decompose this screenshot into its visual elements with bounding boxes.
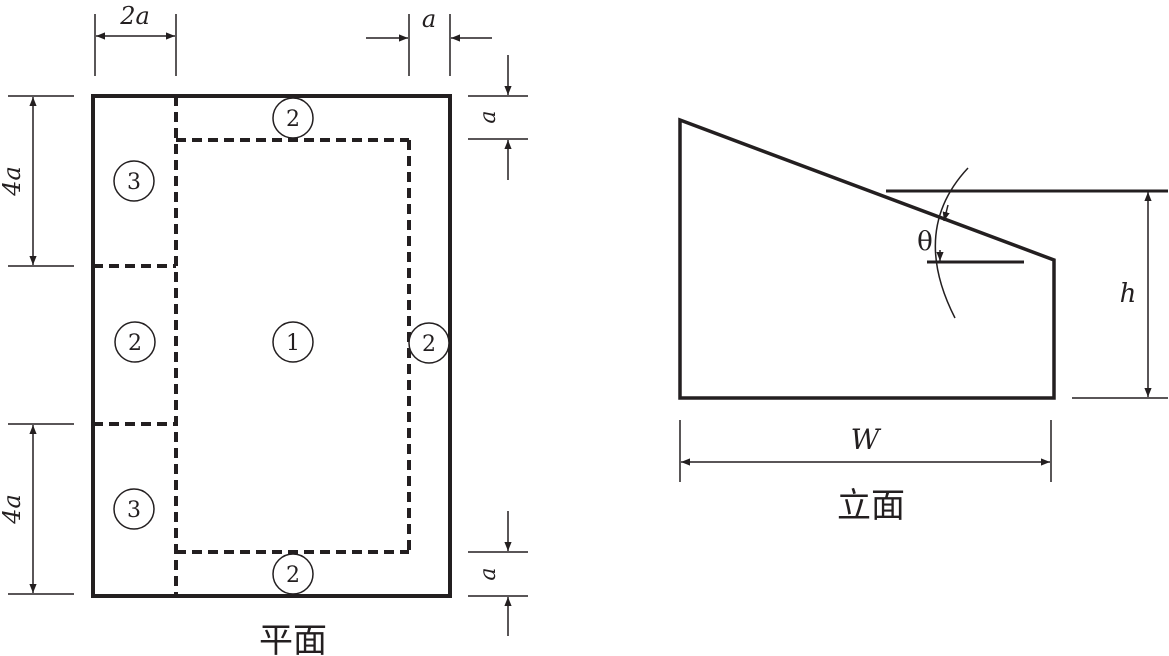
- zone-circles: [113, 97, 450, 595]
- plan-outline: [91, 94, 452, 598]
- zone-2-bottom-circle: [272, 553, 314, 595]
- zone-2-left-circle: [114, 321, 156, 363]
- zone-2-right-label: 2: [422, 332, 436, 357]
- dim-2a: [94, 14, 177, 76]
- plan-caption: 平面: [259, 621, 327, 656]
- zone-3-upper-label: 3: [127, 170, 141, 195]
- dim-h: [1072, 192, 1168, 399]
- zone-2-right-circle: [408, 322, 450, 364]
- angle-label: θ: [917, 227, 933, 257]
- dim-a-right-upper: [468, 55, 528, 180]
- elevation-view: [678, 117, 1168, 482]
- dim-4a-upper: [8, 95, 74, 267]
- elevation-outline: [678, 117, 1056, 400]
- dim-a-top-label: a: [422, 5, 436, 33]
- dim-4a-lower: [8, 423, 74, 595]
- dim-a-right-lower-label: a: [476, 567, 501, 580]
- dim-a-top: [366, 14, 492, 76]
- dim-4a-upper-label: 4a: [0, 166, 26, 197]
- dim-4a-lower-label: 4a: [0, 494, 26, 525]
- zone-1-circle: [272, 321, 314, 363]
- dim-2a-label: 2a: [119, 2, 150, 30]
- zone-3-upper-circle: [113, 160, 155, 202]
- height-label: h: [1120, 279, 1137, 309]
- zone-1-label: 1: [286, 331, 300, 356]
- angle-arc: [934, 167, 969, 319]
- dim-w: [679, 420, 1052, 482]
- width-label: W: [851, 423, 882, 456]
- plan-labels: 1 2 2 2 2 3 3 2a a a a 4a 4a 平面: [0, 2, 501, 656]
- dim-a-right-upper-label: a: [476, 110, 501, 123]
- dim-a-right-lower: [468, 511, 528, 636]
- elevation-labels: θ h W 立面: [837, 227, 1136, 526]
- zone-3-lower-label: 3: [127, 498, 141, 523]
- zone-2-bottom-label: 2: [286, 563, 300, 588]
- zone-2-left-label: 2: [128, 331, 142, 356]
- plan-view: [8, 14, 528, 636]
- zone-3-lower-circle: [113, 488, 155, 530]
- zone-2-top-label: 2: [286, 107, 300, 132]
- zone-2-top-circle: [272, 97, 314, 139]
- zone-boundaries: [93, 96, 411, 596]
- elevation-caption: 立面: [837, 486, 905, 526]
